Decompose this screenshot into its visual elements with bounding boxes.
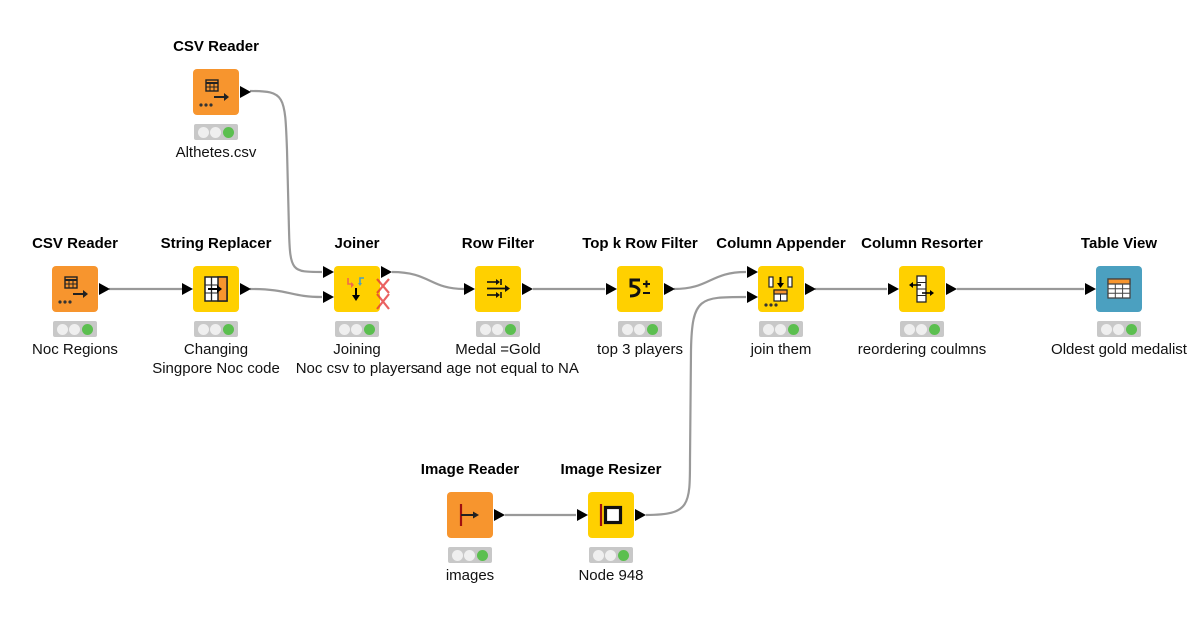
input-port[interactable] bbox=[1085, 283, 1096, 295]
input-port-left[interactable] bbox=[323, 266, 334, 278]
node-title: Table View bbox=[1080, 235, 1158, 252]
row-filter-icon bbox=[487, 279, 510, 298]
node-string-replacer[interactable]: String Replacer Changing Singpore Noc co… bbox=[152, 235, 280, 377]
node-column-appender[interactable]: Column Appender join them bbox=[716, 235, 845, 358]
node-image-reader[interactable]: Image Reader images bbox=[421, 461, 519, 584]
node-label[interactable]: Medal =Gold and age not equal to NA bbox=[417, 341, 579, 377]
status-indicator bbox=[476, 321, 520, 337]
node-label[interactable]: top 3 players bbox=[597, 341, 683, 358]
input-port[interactable] bbox=[888, 283, 899, 295]
node-title: Image Reader bbox=[420, 461, 520, 478]
output-port[interactable] bbox=[240, 283, 251, 295]
input-port[interactable] bbox=[577, 509, 588, 521]
connection-string-replacer-to-joiner[interactable] bbox=[249, 287, 323, 299]
status-indicator bbox=[759, 321, 803, 337]
status-indicator bbox=[53, 321, 97, 337]
status-indicator bbox=[335, 321, 379, 337]
node-label[interactable]: Node 948 bbox=[578, 567, 644, 584]
table-view-icon bbox=[1107, 278, 1131, 299]
node-box[interactable] bbox=[1096, 266, 1142, 312]
image-reader-icon bbox=[459, 504, 479, 526]
node-label[interactable]: Joining Noc csv to players bbox=[295, 341, 419, 377]
node-csv-reader-athletes[interactable]: CSV Reader Althetes.csv bbox=[173, 38, 259, 161]
node-title: Joiner bbox=[334, 235, 380, 252]
node-topk-row-filter[interactable]: Top k Row Filter top 3 players bbox=[582, 235, 698, 358]
input-port[interactable] bbox=[464, 283, 475, 295]
node-box[interactable] bbox=[899, 266, 945, 312]
node-label[interactable]: Oldest gold medalist bbox=[1051, 341, 1187, 358]
output-port[interactable] bbox=[494, 509, 505, 521]
node-label[interactable]: Noc Regions bbox=[32, 341, 118, 358]
node-box[interactable] bbox=[193, 69, 239, 115]
node-box[interactable] bbox=[588, 492, 634, 538]
node-title: CSV Reader bbox=[32, 235, 118, 252]
node-image-resizer[interactable]: Image Resizer Node 948 bbox=[561, 461, 662, 584]
input-port[interactable] bbox=[182, 283, 193, 295]
node-label[interactable]: Althetes.csv bbox=[175, 144, 257, 161]
topk-filter-icon bbox=[629, 278, 650, 298]
string-replacer-icon bbox=[204, 276, 228, 302]
status-indicator bbox=[1097, 321, 1141, 337]
node-box[interactable] bbox=[758, 266, 804, 312]
status-indicator bbox=[900, 321, 944, 337]
node-title: String Replacer bbox=[160, 235, 272, 252]
input-port[interactable] bbox=[606, 283, 617, 295]
joiner-icon bbox=[347, 277, 364, 301]
node-label[interactable]: reordering coulmns bbox=[857, 341, 987, 358]
output-port-matches[interactable] bbox=[381, 266, 392, 278]
connection-topk-to-column-appender[interactable] bbox=[673, 270, 747, 291]
input-port-bottom[interactable] bbox=[747, 291, 758, 303]
node-box[interactable] bbox=[475, 266, 521, 312]
output-port[interactable] bbox=[805, 283, 816, 295]
node-label[interactable]: join them bbox=[750, 341, 812, 358]
output-port[interactable] bbox=[522, 283, 533, 295]
connection-joiner-to-row-filter[interactable] bbox=[391, 270, 465, 291]
node-title: CSV Reader bbox=[173, 38, 259, 55]
csv-reader-icon bbox=[199, 79, 229, 107]
node-csv-reader-noc[interactable]: CSV Reader Noc Regions bbox=[32, 235, 118, 358]
node-joiner[interactable]: Joiner Joining Noc csv to players bbox=[296, 235, 419, 377]
inactive-port-icon bbox=[376, 278, 390, 310]
status-indicator bbox=[618, 321, 662, 337]
node-box[interactable] bbox=[193, 266, 239, 312]
node-title: Column Appender bbox=[716, 235, 846, 252]
node-box[interactable] bbox=[617, 266, 663, 312]
column-resorter-icon bbox=[909, 275, 934, 303]
output-port[interactable] bbox=[664, 283, 675, 295]
node-column-resorter[interactable]: Column Resorter reordering coulmns bbox=[858, 235, 986, 358]
connection-image-resizer-to-column-appender[interactable] bbox=[645, 295, 747, 517]
image-resizer-icon bbox=[599, 504, 623, 526]
output-port[interactable] bbox=[635, 509, 646, 521]
node-box[interactable] bbox=[334, 266, 380, 312]
input-port-right[interactable] bbox=[323, 291, 334, 303]
connection-csv-athletes-to-joiner[interactable] bbox=[249, 89, 323, 274]
node-title: Image Resizer bbox=[560, 461, 662, 478]
node-title: Row Filter bbox=[461, 235, 535, 252]
node-row-filter[interactable]: Row Filter Medal =Gold and age not equal… bbox=[417, 235, 579, 377]
csv-reader-icon bbox=[58, 276, 88, 304]
input-port-top[interactable] bbox=[747, 266, 758, 278]
node-box[interactable] bbox=[447, 492, 493, 538]
node-label[interactable]: Changing Singpore Noc code bbox=[152, 341, 280, 377]
output-port[interactable] bbox=[946, 283, 957, 295]
status-indicator bbox=[194, 124, 238, 140]
status-indicator bbox=[448, 547, 492, 563]
column-appender-icon bbox=[764, 276, 793, 307]
node-table-view[interactable]: Table View Oldest gold medalist bbox=[1051, 235, 1187, 358]
node-title: Column Resorter bbox=[861, 235, 983, 252]
node-box[interactable] bbox=[52, 266, 98, 312]
output-port[interactable] bbox=[240, 86, 251, 98]
node-label[interactable]: images bbox=[445, 567, 495, 584]
node-title: Top k Row Filter bbox=[582, 235, 698, 252]
output-port[interactable] bbox=[99, 283, 110, 295]
status-indicator bbox=[194, 321, 238, 337]
status-indicator bbox=[589, 547, 633, 563]
